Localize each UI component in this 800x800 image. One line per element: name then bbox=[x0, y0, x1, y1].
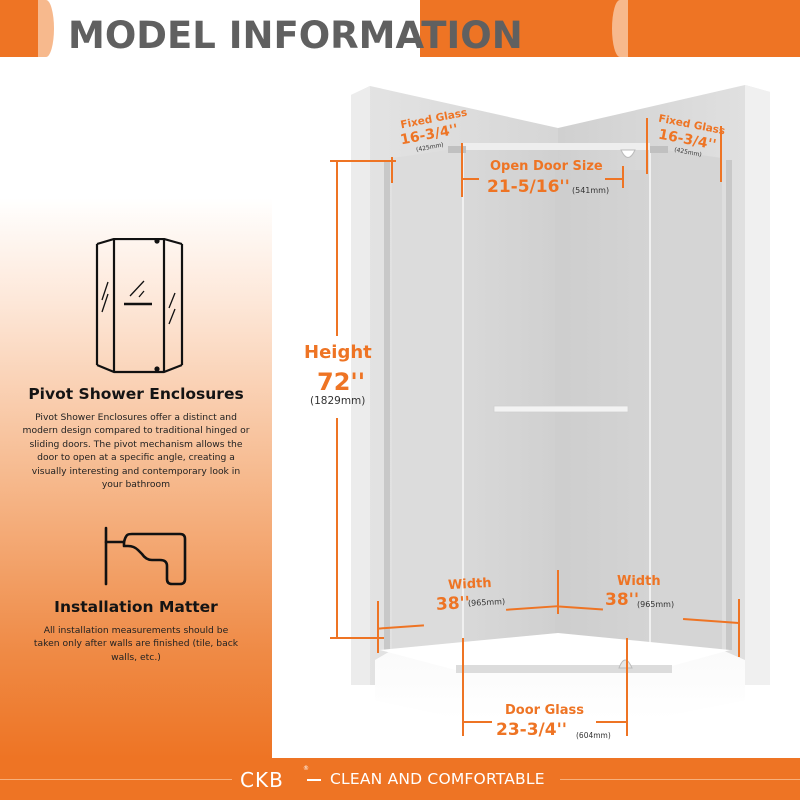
fixed-glass-right-tick-right bbox=[720, 126, 722, 182]
height-label: Height bbox=[304, 342, 372, 363]
height-value: 72'' bbox=[317, 368, 366, 396]
footer-banner: CKB ® CLEAN AND COMFORTABLE bbox=[0, 758, 800, 800]
header-wave-left bbox=[38, 0, 54, 57]
footer-divider-left bbox=[0, 779, 232, 780]
height-line-upper bbox=[336, 161, 338, 336]
center-corner-tick bbox=[557, 570, 559, 614]
width-left-mm: (965mm) bbox=[467, 597, 506, 608]
feature-pivot-shower: Pivot Shower Enclosures Pivot Shower Enc… bbox=[0, 385, 272, 491]
registered-mark: ® bbox=[303, 765, 309, 772]
door-glass-label: Door Glass bbox=[505, 703, 584, 718]
feature-installation: Installation Matter All installation mea… bbox=[0, 598, 272, 664]
open-door-tick-left bbox=[461, 166, 463, 196]
width-right-value: 38'' bbox=[605, 590, 640, 610]
open-door-label: Open Door Size bbox=[490, 159, 603, 174]
wall-profile-icon bbox=[102, 526, 188, 592]
width-right-tick bbox=[738, 599, 740, 657]
fixed-glass-right-tick-left bbox=[646, 118, 648, 174]
door-glass-value: 23-3/4'' bbox=[496, 720, 567, 740]
feature-description: Pivot Shower Enclosures offer a distinct… bbox=[22, 412, 250, 491]
open-door-value: 21-5/16'' bbox=[487, 177, 570, 197]
open-door-line-right bbox=[605, 178, 623, 180]
width-left-value: 38'' bbox=[435, 593, 471, 615]
height-mm: (1829mm) bbox=[310, 395, 366, 407]
open-door-tick-right bbox=[622, 166, 624, 188]
pivot-shower-enclosure-icon bbox=[94, 237, 184, 378]
footer-dash bbox=[307, 779, 321, 781]
shower-enclosure-diagram: Height 72'' (1829mm) Fixed Glass 16-3/4'… bbox=[272, 58, 800, 758]
height-top-tick bbox=[330, 160, 396, 162]
footer-divider-right bbox=[560, 779, 800, 780]
brand-logo: CKB bbox=[240, 768, 284, 792]
door-glass-line-right bbox=[596, 721, 626, 723]
header-band: MODEL INFORMATION bbox=[0, 0, 800, 58]
open-door-line-left bbox=[461, 178, 479, 180]
height-line-lower bbox=[336, 418, 338, 638]
header-wave-right bbox=[612, 0, 628, 57]
height-bottom-tick bbox=[330, 637, 384, 639]
feature-title: Installation Matter bbox=[54, 598, 218, 616]
open-door-mm: (541mm) bbox=[572, 186, 610, 195]
feature-description: All installation measurements should be … bbox=[33, 625, 239, 663]
width-left-label: Width bbox=[447, 575, 492, 594]
door-glass-mm: (604mm) bbox=[576, 731, 611, 740]
page-title: MODEL INFORMATION bbox=[68, 14, 523, 57]
fixed-glass-left-tick-left bbox=[391, 157, 393, 183]
door-glass-tick-left bbox=[462, 638, 464, 736]
shower-illustration bbox=[351, 85, 770, 720]
door-glass-tick-right bbox=[626, 638, 628, 736]
brand-tagline: CLEAN AND COMFORTABLE bbox=[330, 770, 545, 788]
width-right-label: Width bbox=[617, 574, 661, 589]
feature-title: Pivot Shower Enclosures bbox=[28, 385, 244, 403]
door-glass-line-left bbox=[462, 721, 492, 723]
header-accent-right bbox=[420, 0, 800, 57]
header-title-plate bbox=[40, 0, 418, 58]
features-panel: Pivot Shower Enclosures Pivot Shower Enc… bbox=[0, 58, 272, 758]
width-right-mm: (965mm) bbox=[637, 600, 675, 609]
